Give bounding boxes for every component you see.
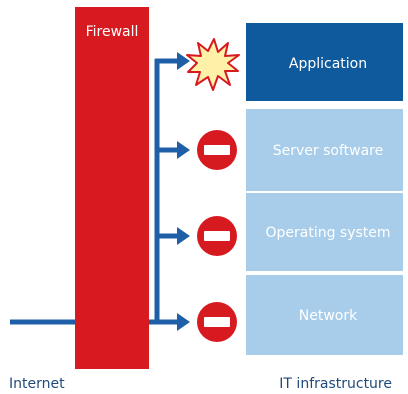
branch-operating-system [155,227,190,245]
branch-application [155,52,190,70]
internet-caption: Internet [9,376,65,392]
firewall-wall [75,7,149,369]
branch-server-software [155,141,190,159]
starburst-icon [186,38,240,91]
layer-network-label: Network [299,308,358,324]
layer-server-software-label: Server software [273,143,383,159]
it-infrastructure-caption: IT infrastructure [279,376,392,392]
layer-application-block [246,23,403,101]
firewall-label: Firewall [86,24,139,40]
no-entry-icon [197,216,237,256]
layer-operating-system-block [246,193,403,271]
layer-server-software-block [246,109,403,191]
layer-operating-system-label: Operating system [265,225,390,241]
no-entry-icon [197,302,237,342]
branch-network [155,313,190,331]
no-entry-icon [197,130,237,170]
layer-application-label: Application [289,56,367,72]
layer-network-block [246,275,403,355]
